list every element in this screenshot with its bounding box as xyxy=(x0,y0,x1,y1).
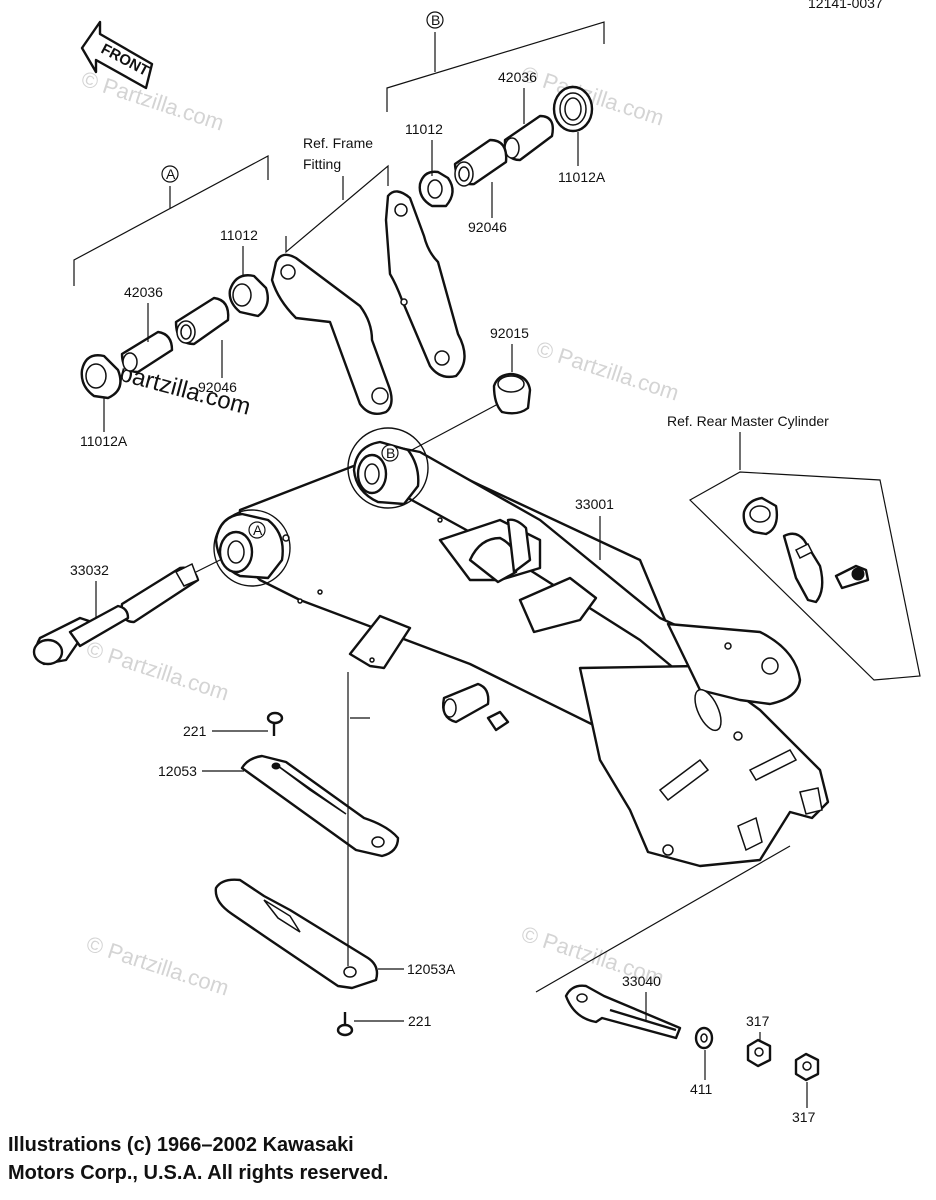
pivot-b-marker: B xyxy=(386,445,395,461)
frame-fitting-bracket xyxy=(285,164,389,254)
copyright-notice: Illustrations (c) 1966–2002 Kawasaki Mot… xyxy=(8,1131,388,1187)
chain-guide-12053a xyxy=(214,878,379,990)
section-a-bracket: A xyxy=(73,154,269,286)
adjuster-bolt-33040 xyxy=(535,845,791,1040)
callouts: 42036 11012 11012A 92046 11012 42036 920… xyxy=(70,69,816,1125)
callout-42036-top: 42036 xyxy=(498,69,537,85)
pivot-shaft-33032 xyxy=(32,562,200,666)
callout-11012a-left: 11012A xyxy=(80,433,128,449)
callout-33001: 33001 xyxy=(575,496,614,512)
swingarm-33001 xyxy=(214,440,830,868)
pivot-a-marker: A xyxy=(253,522,263,538)
callout-221-bottom: 221 xyxy=(408,1013,432,1029)
needle-bearing-92046-top xyxy=(453,138,508,187)
watermark: © Partzilla.com xyxy=(78,66,227,136)
watermark: © Partzilla.com xyxy=(83,931,232,1001)
callout-42036-left: 42036 xyxy=(124,284,163,300)
copyright-line1: Illustrations (c) 1966–2002 Kawasaki xyxy=(8,1134,354,1156)
callout-11012-top: 11012 xyxy=(405,121,443,137)
detail-circle-b xyxy=(347,427,429,509)
watermark: © Partzilla.com xyxy=(533,336,682,406)
seal-11012-left xyxy=(228,274,269,318)
callout-411: 411 xyxy=(690,1081,713,1097)
callout-92046-top: 92046 xyxy=(468,219,507,235)
callout-221-top: 221 xyxy=(183,723,207,739)
callout-317-bottom: 317 xyxy=(792,1109,816,1125)
callout-11012a-top: 11012A xyxy=(558,169,606,185)
watermark: © Partzilla.com xyxy=(83,636,232,706)
screw-221-bottom xyxy=(336,1012,354,1037)
ref-frame-fitting-line1: Ref. Frame xyxy=(303,135,373,151)
bearing-11012a-top xyxy=(552,85,594,133)
ref-rear-master-cylinder: Ref. Rear Master Cylinder xyxy=(667,413,829,429)
collar-92015 xyxy=(492,372,532,415)
detail-circle-a xyxy=(213,509,291,587)
nut-317-top xyxy=(746,1038,772,1068)
ref-frame-fitting-line2: Fitting xyxy=(303,156,341,172)
copyright-line2: Motors Corp., U.S.A. All rights reserved… xyxy=(8,1162,389,1184)
section-a-marker: A xyxy=(166,166,176,182)
callout-317-top: 317 xyxy=(746,1013,770,1029)
bearing-11012a-left xyxy=(80,354,122,400)
frame-fitting-plate-right xyxy=(384,190,466,379)
rear-master-cylinder-box xyxy=(689,471,921,681)
guide-line xyxy=(407,403,499,453)
frame-fitting-plate-left xyxy=(270,253,393,415)
callout-33040: 33040 xyxy=(622,973,661,989)
section-b-bracket: B xyxy=(386,11,605,112)
callout-33032: 33032 xyxy=(70,562,109,578)
screw-221-top xyxy=(266,711,284,736)
nut-317-bottom xyxy=(794,1052,820,1082)
seal-11012-top xyxy=(418,170,454,208)
sleeve-42036-left xyxy=(120,330,174,374)
callout-12053: 12053 xyxy=(158,763,197,779)
diagram-id: 12141-0037 xyxy=(808,0,883,11)
chain-guide-12053 xyxy=(240,754,400,858)
washer-411 xyxy=(694,1026,714,1050)
callout-92015: 92015 xyxy=(490,325,529,341)
needle-bearing-92046-left xyxy=(174,296,230,346)
sleeve-42036-top xyxy=(503,114,554,162)
callout-12053a: 12053A xyxy=(407,961,456,977)
callout-11012-left: 11012 xyxy=(220,227,258,243)
callout-92046-left: 92046 xyxy=(198,379,237,395)
section-b-marker: B xyxy=(431,12,440,28)
